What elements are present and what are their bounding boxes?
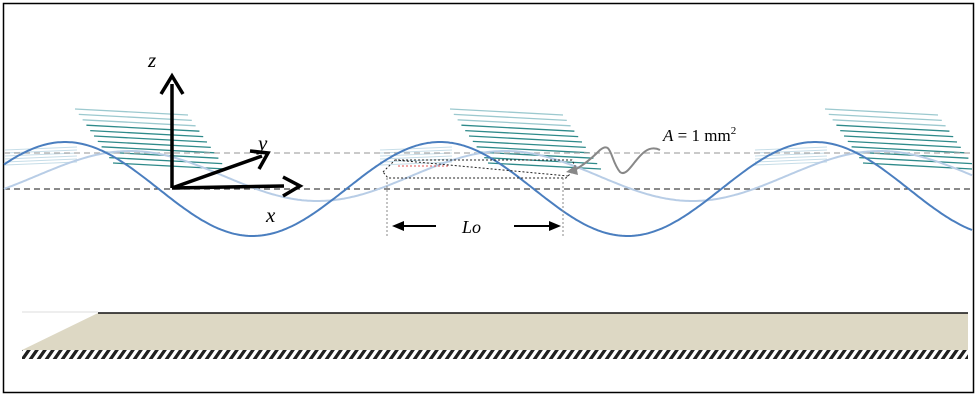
crest-line [476,146,590,154]
crest-line-faint [379,146,453,151]
crest-line [828,113,942,122]
crest-line-faint [4,161,78,166]
crest-line [851,146,965,154]
crest-line [472,140,586,149]
crest-line [82,119,196,127]
crest-line [453,113,567,122]
crest-line [847,140,961,149]
crest-line-faint [754,158,828,163]
length-dimension-arrows [392,221,561,231]
area-label: A = 1 mm2 [662,125,736,145]
crest-line [824,108,939,116]
crest-line-faint [4,146,78,151]
seabed-slab [22,313,968,350]
crest-line [93,135,208,143]
crest-line [461,124,575,132]
crest-line-faint [4,158,78,163]
x-axis-label: x [265,203,276,227]
front-wave-profile [3,141,973,237]
crest-line [859,156,973,165]
crest-line [487,162,602,170]
crest-line [457,119,571,127]
crest-line-faint [379,161,453,166]
back-wave-profile [3,150,973,202]
crest-line [840,129,954,138]
coordinate-axes [159,72,304,198]
control-volume [382,159,577,179]
crest-line-faint [379,155,453,160]
crest-line [74,108,189,116]
crest-line-faint [754,155,828,160]
crest-line [468,135,583,143]
y-axis-label: y [256,131,268,155]
y-axis [171,154,263,190]
crest-line [836,124,950,132]
crest-line [90,129,204,138]
area-callout-leader [569,146,661,175]
crest-line [97,140,211,149]
crest-line-faint [379,149,453,154]
crest-line [449,108,564,116]
z-axis-label: z [147,48,156,72]
crest-line [843,135,958,143]
crest-line [112,162,227,170]
seabed-hatching [22,350,968,359]
x-axis [171,184,285,190]
crest-line [484,156,598,165]
crest-line [101,146,215,154]
crest-line [86,124,200,132]
crest-line-faint [754,161,828,166]
crest-line [109,156,223,165]
length-label: Lo [461,217,481,237]
crest-line [832,119,946,127]
crest-line-faint [754,146,828,151]
crest-line-faint [4,155,78,160]
area-callout-arrowhead [566,165,578,175]
crest-line [465,129,579,138]
